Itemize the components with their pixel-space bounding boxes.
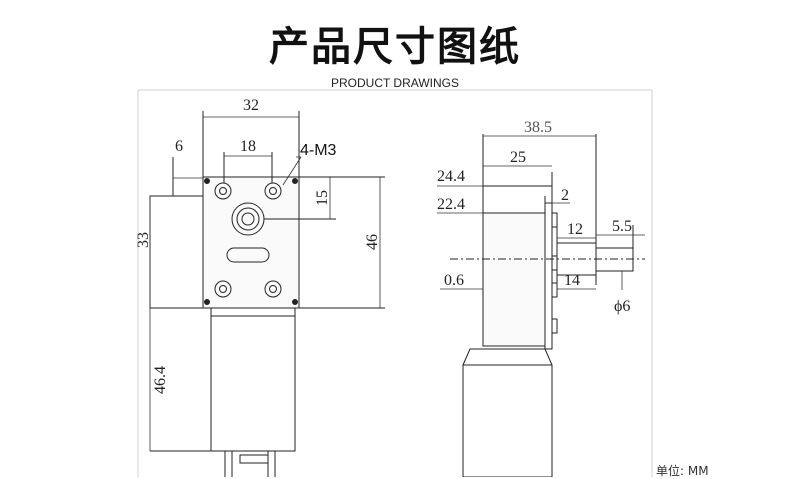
dim-22-4: 22.4: [437, 196, 465, 213]
front-dimension-lines: [149, 116, 381, 451]
mounting-hole-bl: [214, 280, 232, 298]
dim-6: 6: [175, 138, 183, 155]
mounting-hole-tr: [264, 182, 282, 200]
dim-15: 15: [314, 190, 331, 206]
dim-14: 14: [564, 272, 580, 289]
dim-12: 12: [567, 221, 583, 238]
unit-label: 单位: MM: [656, 464, 709, 478]
dim-46-4: 46.4: [152, 366, 169, 394]
dim-38-5: 38.5: [524, 119, 552, 136]
dim-33: 33: [135, 232, 152, 248]
motor-body: [210, 315, 296, 452]
side-boss: [149, 195, 204, 309]
gearbox-plate: [202, 176, 300, 309]
dim-0-6: 0.6: [444, 272, 464, 289]
gearbox-body: [482, 212, 546, 347]
page-subtitle: PRODUCT DRAWINGS: [330, 76, 459, 90]
mounting-hole-br: [264, 280, 282, 298]
page-frame: [137, 89, 653, 477]
gear-plate: [544, 202, 553, 350]
dim-5-5: 5.5: [612, 218, 632, 235]
dim-18: 18: [240, 138, 256, 155]
side-dimension-lines: [437, 135, 645, 290]
dim-25: 25: [510, 149, 526, 166]
page-title: 产品尺寸图纸: [269, 24, 521, 70]
dim-2: 2: [561, 187, 569, 204]
corner-screws: [204, 178, 298, 305]
shaft-diameter: ϕ6: [614, 298, 630, 315]
side-motor: [462, 364, 553, 477]
front-view: [149, 111, 385, 477]
dim-32: 32: [243, 97, 259, 114]
slot: [226, 247, 270, 263]
dim-24-4: 24.4: [437, 168, 465, 185]
side-view: [450, 134, 645, 477]
thread-callout: 4-M3: [300, 142, 337, 159]
mounting-hole-tl: [214, 182, 232, 200]
motor-terminals: [224, 451, 276, 477]
dim-46: 46: [364, 234, 381, 250]
